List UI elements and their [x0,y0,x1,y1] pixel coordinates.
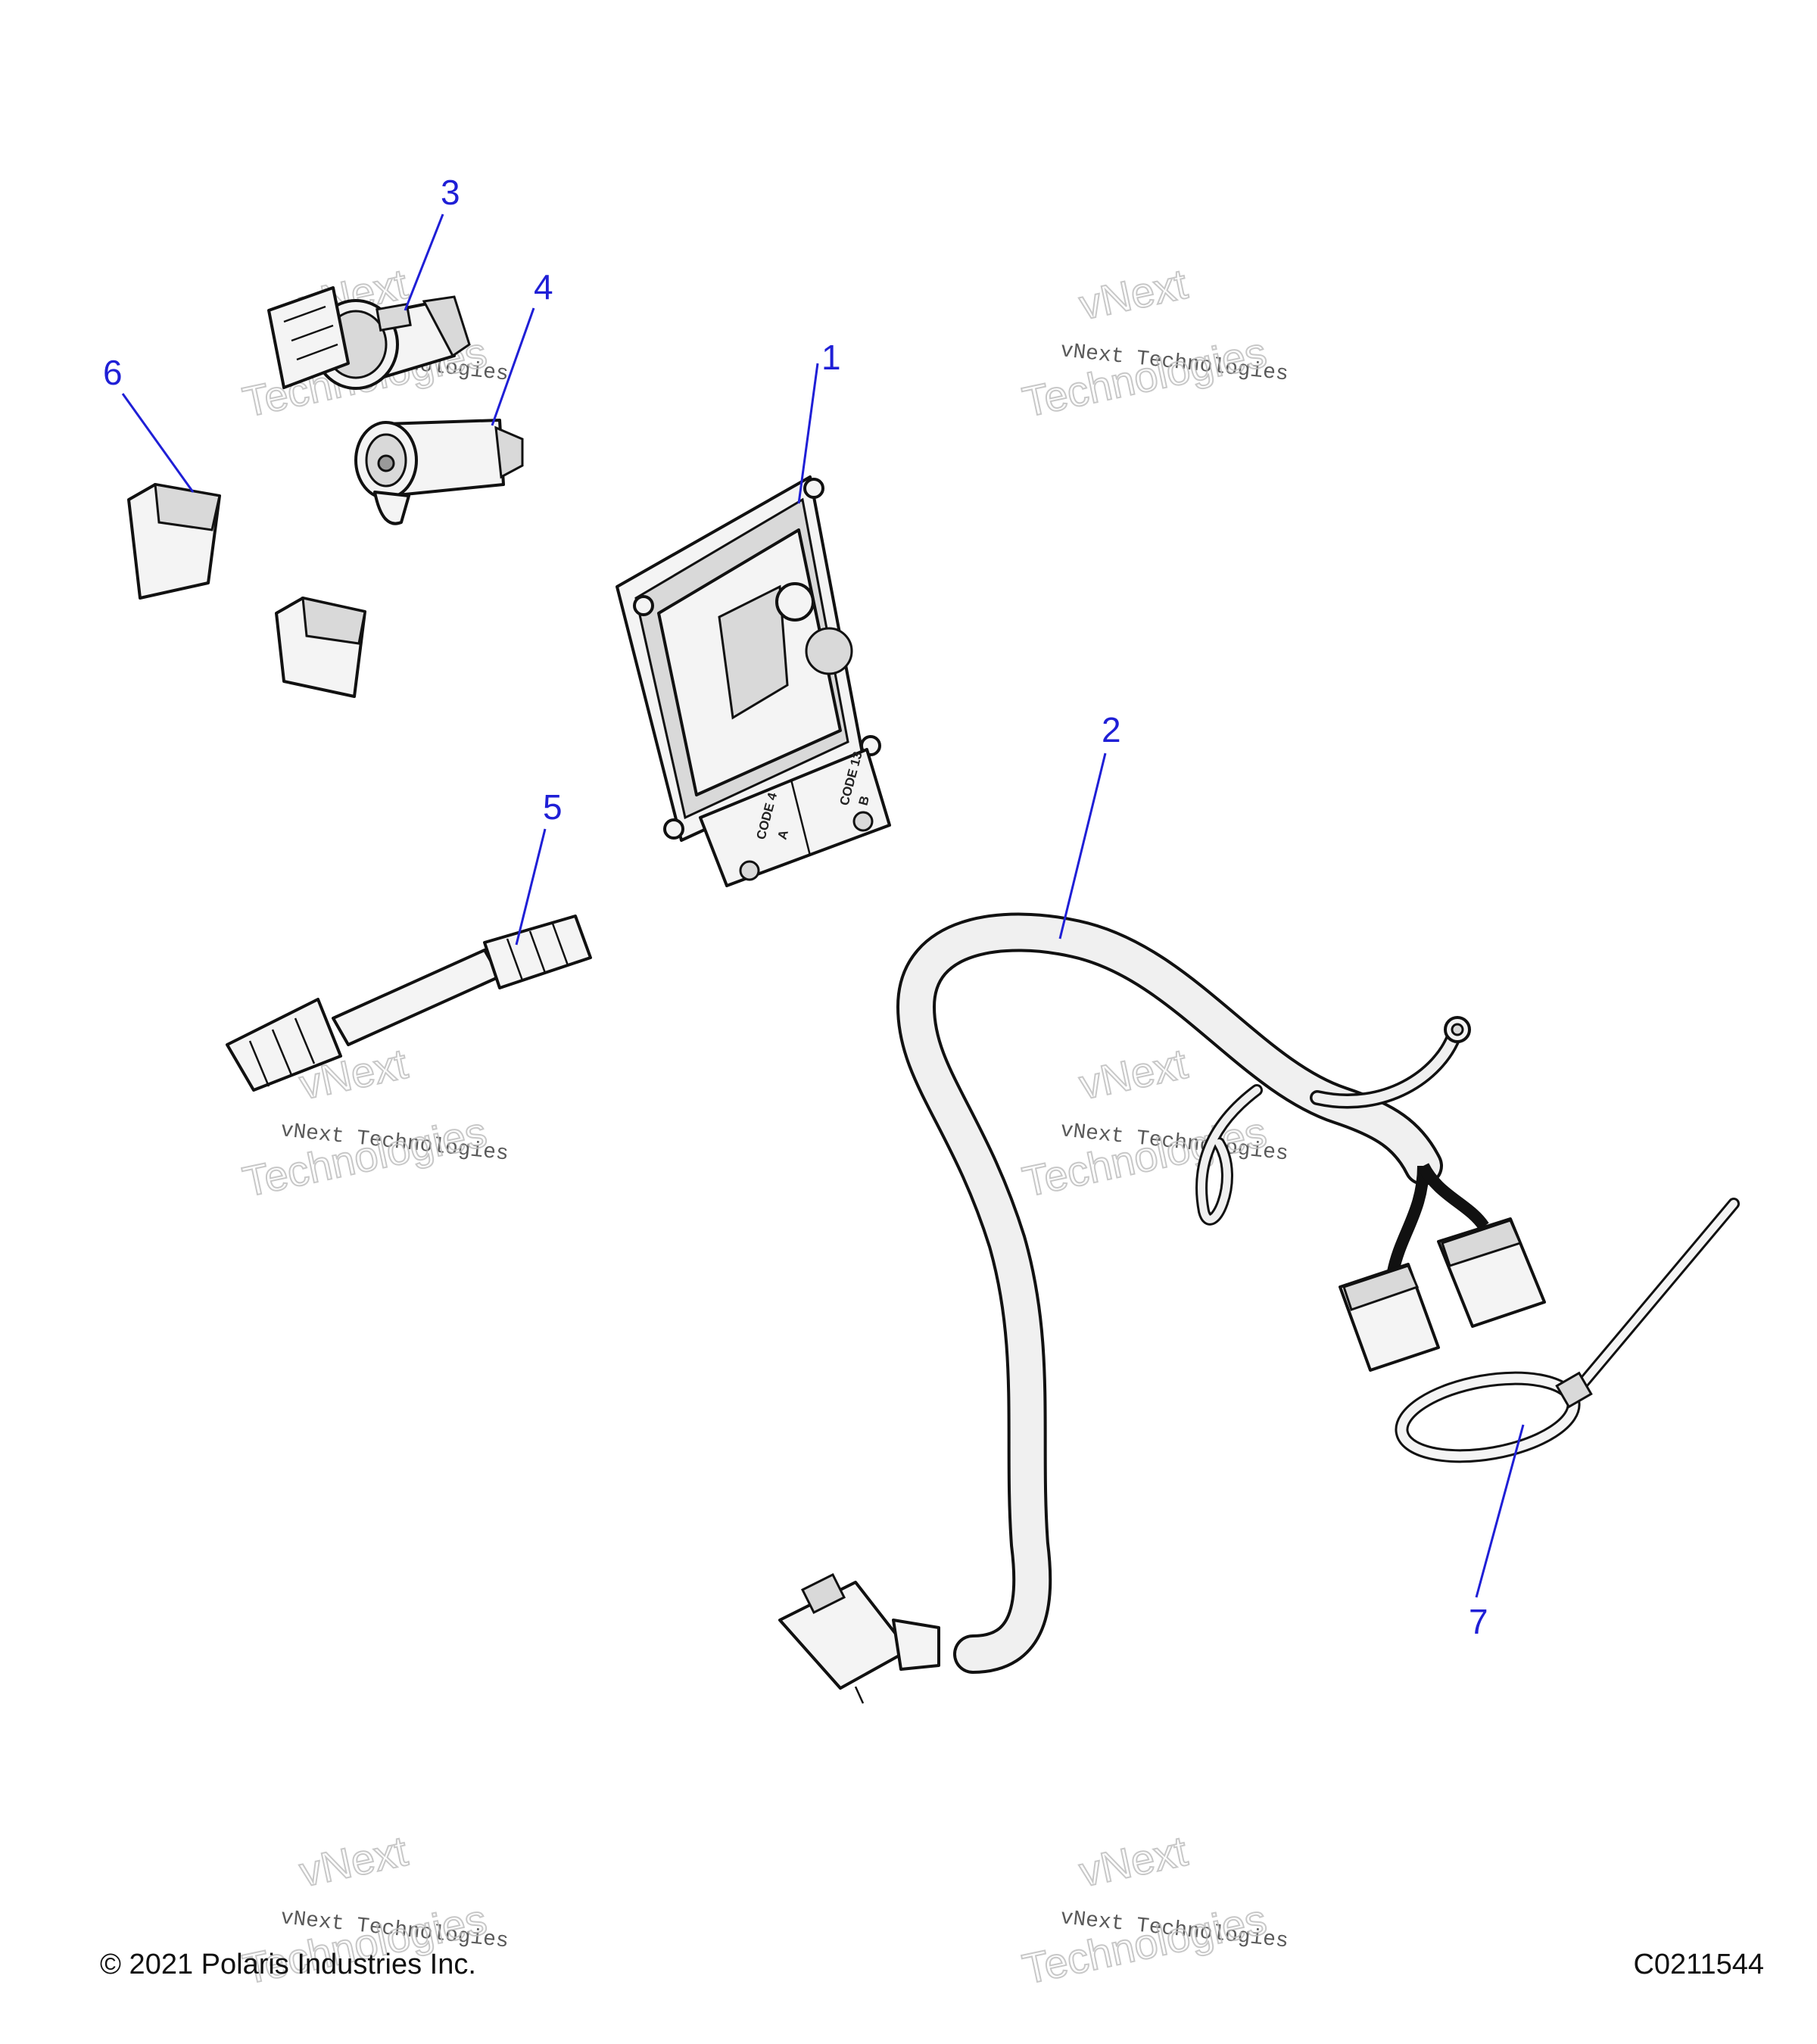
adapter-harness[interactable] [226,915,592,1092]
svg-text:Technologies: Technologies [1018,1108,1270,1206]
rocker-switch[interactable] [127,483,221,600]
svg-text:vNext: vNext [1075,1827,1192,1896]
power-outlet[interactable] [354,419,524,525]
callout-4: 4 [534,267,553,307]
svg-text:vNext: vNext [1075,260,1192,329]
wire-harness[interactable] [778,912,1546,1704]
ignition-switch[interactable] [267,286,471,390]
rocker-switch-2[interactable] [275,597,366,698]
svg-text:Technologies: Technologies [1018,1895,1270,1993]
svg-text:B: B [856,794,873,807]
leader-1 [797,363,819,504]
svg-text:A: A [775,828,792,841]
leader-lines [121,213,1525,1598]
copyright-text: © 2021 Polaris Industries Inc. [100,1949,476,1980]
ecu-module[interactable]: CODE 4 A CODE 13 B [616,475,891,887]
cable-tie[interactable] [1395,1198,1740,1468]
leader-7 [1475,1424,1525,1598]
drawing-id: C0211544 [1633,1949,1764,1980]
callout-numbers: 1 2 3 4 5 6 7 [103,173,1488,1641]
callout-5: 5 [543,787,563,827]
leader-5 [515,828,547,946]
leader-3 [404,213,444,311]
svg-text:vNext: vNext [295,1827,412,1896]
callout-3: 3 [441,173,460,212]
callout-6: 6 [103,353,123,392]
svg-text:vNext: vNext [1075,1039,1192,1108]
svg-text:Technologies: Technologies [238,1108,491,1206]
watermark: vNext vNext Technologies Technologies [1018,259,1289,427]
callout-1: 1 [821,338,841,377]
leader-4 [491,307,535,426]
callout-7: 7 [1469,1602,1488,1641]
svg-text:Technologies: Technologies [1018,328,1270,426]
leader-2 [1058,752,1107,939]
watermark: vNext vNext Technologies Technologies [1018,1826,1289,1994]
leader-6 [121,393,195,493]
callout-2: 2 [1102,710,1121,749]
